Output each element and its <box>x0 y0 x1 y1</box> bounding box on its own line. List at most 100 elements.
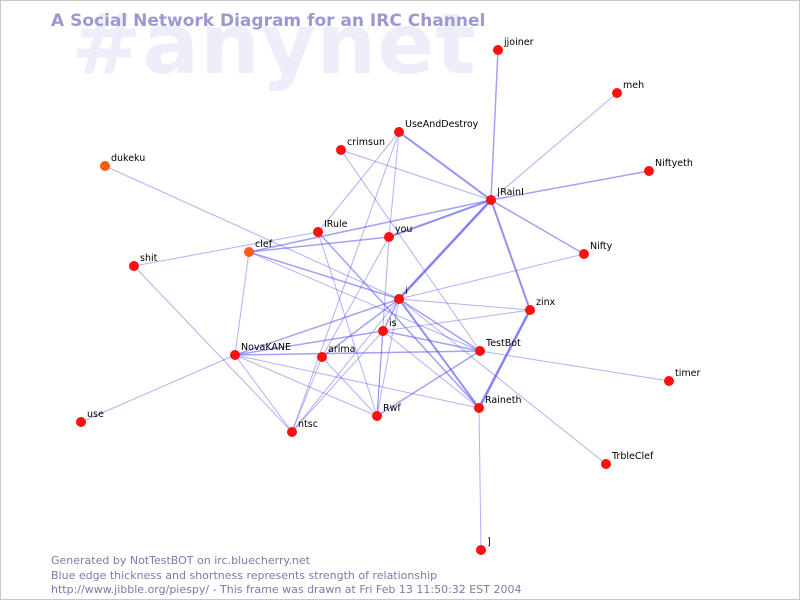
edge-i-ntsc <box>291 298 400 433</box>
node-dot <box>372 411 382 421</box>
edge-you-clef <box>248 236 390 253</box>
node-Niftyeth: Niftyeth <box>644 158 693 176</box>
node-TestBot: TestBot <box>475 338 521 356</box>
node-label: UseAndDestroy <box>405 119 479 130</box>
node-label: TestBot <box>485 338 521 349</box>
node-label: use <box>87 409 104 420</box>
node-dot <box>129 261 139 271</box>
node-shit: shit <box>129 253 158 271</box>
node-crimsun: crimsun <box>336 137 385 155</box>
node-dot <box>664 376 674 386</box>
node-dukeku: dukeku <box>100 153 145 171</box>
edge-NovaKANE-Raineth <box>234 354 480 409</box>
node-Nifty: Nifty <box>579 241 613 259</box>
edge-IRainI-you <box>388 199 492 238</box>
node-label: Raineth <box>485 395 521 406</box>
node-label: zinx <box>536 297 556 308</box>
edge-clef-NovaKANE <box>234 251 250 356</box>
edge-IRule-shit <box>133 231 319 267</box>
edge-clef-i <box>248 251 400 300</box>
node-label: i <box>405 286 408 297</box>
edge-arima-Rwf <box>321 356 378 417</box>
node-label: timer <box>675 368 700 379</box>
edge-shit-ntsc <box>133 265 293 433</box>
node-zinx: zinx <box>525 297 556 315</box>
node-label: shit <box>140 253 158 264</box>
edge-crimsun-TestBot <box>340 149 481 352</box>
node-dot <box>287 427 297 437</box>
node-meh: meh <box>612 80 644 98</box>
node-dot <box>579 249 589 259</box>
node-NovaKANE: NovaKANE <box>230 342 291 360</box>
footer-source-timestamp: http://www.jibble.org/piespy/ - This fra… <box>51 583 522 596</box>
node-label: Nifty <box>590 241 613 252</box>
node-dot <box>384 232 394 242</box>
node-dot <box>475 346 485 356</box>
edge-IRainI-i <box>397 198 493 301</box>
edge-UseAndDestroy-IRule <box>317 131 400 233</box>
edge-is-Rwf <box>376 330 384 417</box>
edge-i-is <box>382 298 400 332</box>
edge-IRainI-zinx <box>490 199 531 311</box>
node-label: arima <box>328 344 355 355</box>
node-use: use <box>76 409 104 427</box>
footer-legend-note: Blue edge thickness and shortness repres… <box>51 568 438 582</box>
node-dot <box>230 350 240 360</box>
edge-jjoiner-IRainI <box>490 49 499 201</box>
edge-IRule-Rwf <box>317 231 378 417</box>
node-label: Rwf <box>383 403 401 414</box>
node-arima: arima <box>317 344 355 362</box>
node-Raineth: Raineth <box>474 395 521 413</box>
node-jjoiner: jjoiner <box>493 37 534 55</box>
edge-crimsun-IRainI <box>340 149 492 201</box>
edge-i-TrbleClef <box>398 298 607 465</box>
channel-watermark: #anynet <box>71 0 477 93</box>
node-dot <box>378 326 388 336</box>
edge-UseAndDestroy-you <box>388 131 400 238</box>
node-bracket: ] <box>476 537 491 555</box>
edge-i-Nifty <box>398 253 585 300</box>
node-dot <box>313 227 323 237</box>
edge-i-TestBot <box>398 298 481 352</box>
edge-IRainI-Nifty <box>490 199 585 255</box>
node-label: clef <box>255 239 273 250</box>
diagram-title: A Social Network Diagram for an IRC Chan… <box>51 11 486 31</box>
node-label: IRule <box>324 219 348 230</box>
node-label: ] <box>487 537 491 548</box>
edge-i-Raineth <box>398 298 480 409</box>
node-you: you <box>384 224 412 242</box>
edge-zinx-is <box>382 309 531 332</box>
node-IRule: IRule <box>313 219 348 237</box>
node-i: i <box>394 286 408 304</box>
node-label: ntsc <box>298 419 318 430</box>
node-IRainI: |RainI <box>486 187 524 205</box>
node-dot <box>476 545 486 555</box>
node-dot <box>644 166 654 176</box>
edge-IRainI-clef <box>248 199 492 253</box>
edge-dukeku-i <box>104 165 400 300</box>
edge-i-Rwf <box>376 298 400 417</box>
node-dot <box>317 352 327 362</box>
footer-generated-by: Generated by NotTestBOT on irc.bluecherr… <box>51 554 310 567</box>
node-label: NovaKANE <box>241 342 291 353</box>
edge-IRule-Raineth <box>317 231 480 409</box>
node-dot <box>394 294 404 304</box>
node-label: TrbleClef <box>611 451 654 462</box>
edge-NovaKANE-Rwf <box>234 354 378 417</box>
node-clef: clef <box>244 239 273 257</box>
node-label: is <box>389 318 397 329</box>
node-UseAndDestroy: UseAndDestroy <box>394 119 479 137</box>
node-Rwf: Rwf <box>372 403 401 421</box>
edge-is-Raineth <box>382 330 480 409</box>
node-dot <box>76 417 86 427</box>
node-ntsc: ntsc <box>287 419 318 437</box>
node-dot <box>394 127 404 137</box>
edge-arima-ntsc <box>291 356 323 433</box>
node-TrbleClef: TrbleClef <box>601 451 654 469</box>
edge-NovaKANE-ntsc <box>234 354 293 433</box>
node-dot <box>486 195 496 205</box>
edge-Raineth-bracket <box>478 407 482 551</box>
node-timer: timer <box>664 368 700 386</box>
node-label: meh <box>623 80 644 91</box>
